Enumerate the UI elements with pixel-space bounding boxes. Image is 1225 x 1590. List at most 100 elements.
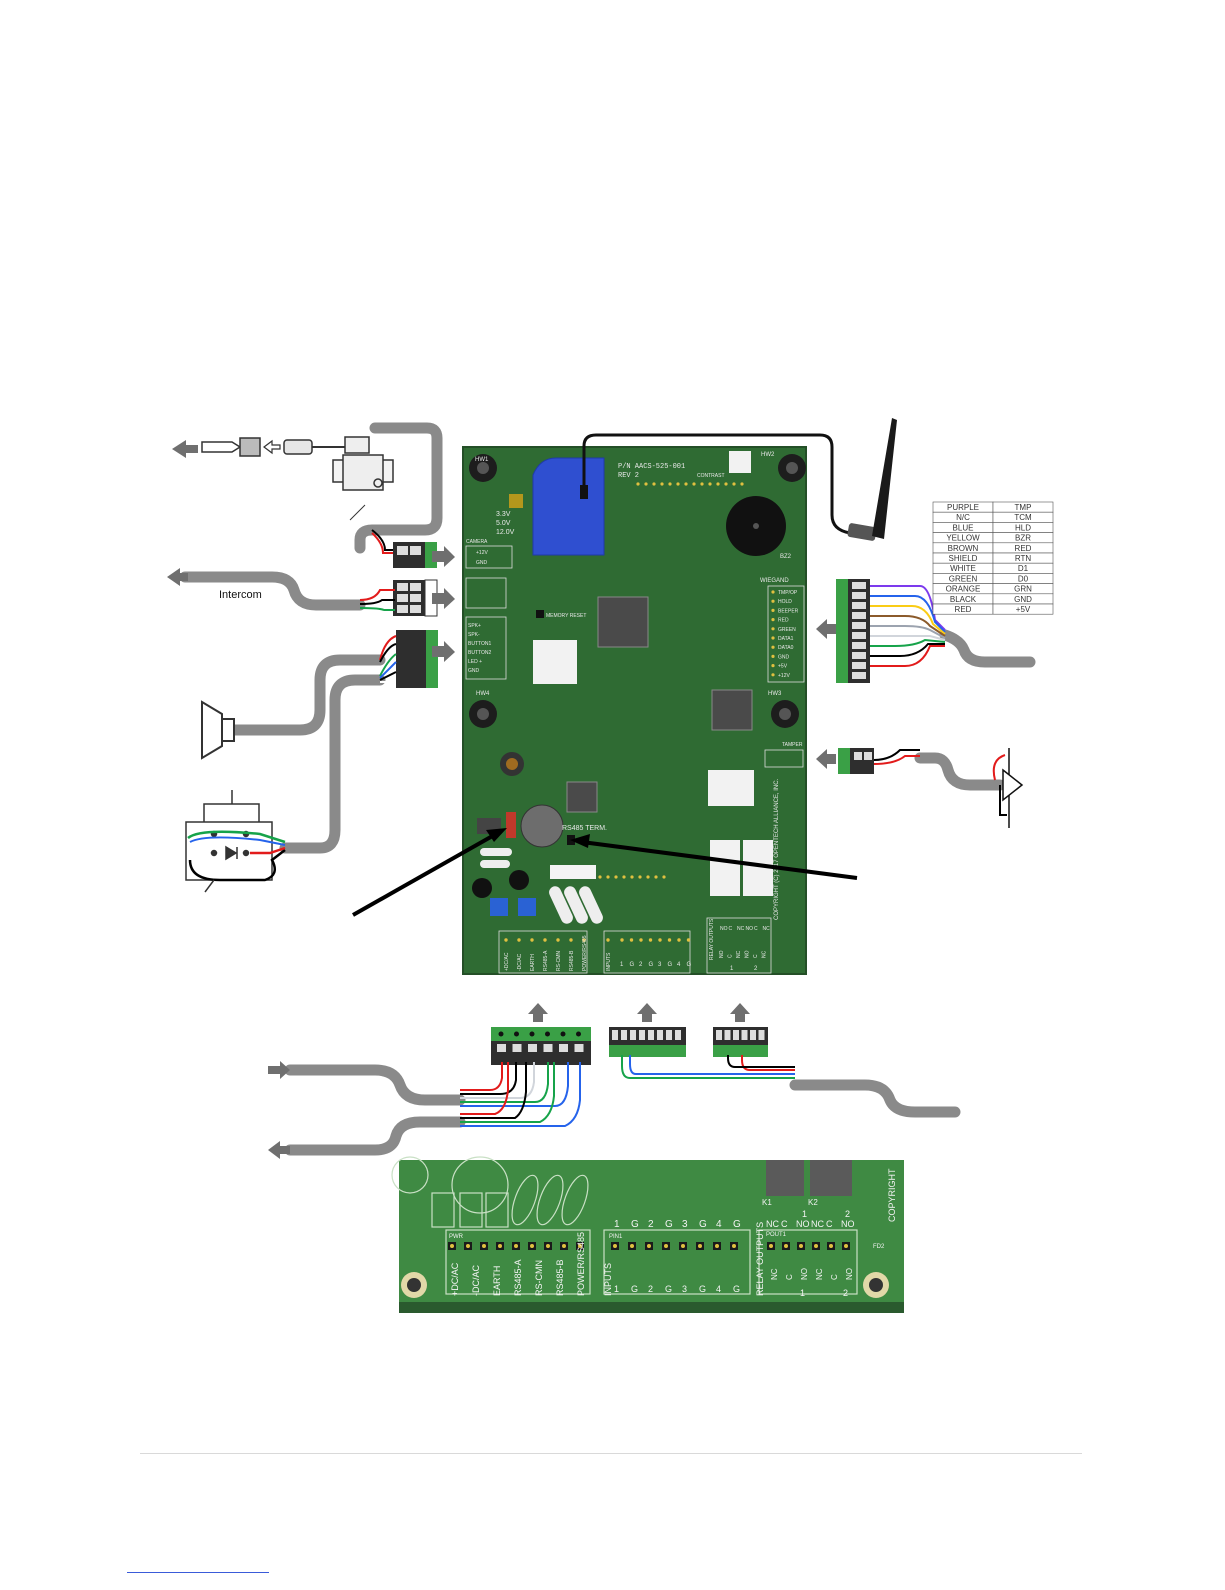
wire-color: RED (955, 605, 972, 614)
power-wires (460, 1062, 581, 1127)
pin-label: G (649, 962, 654, 968)
pin-label: 4 (716, 1284, 721, 1294)
header-pin (450, 1244, 454, 1248)
header-pin (698, 1244, 702, 1248)
terminal-power (491, 1027, 591, 1065)
push-button-icon (185, 790, 286, 893)
screw (514, 1031, 519, 1037)
pin-label: 3 (682, 1219, 688, 1230)
header-pin (664, 1244, 668, 1248)
terminal-slot (675, 1030, 681, 1040)
screw (498, 1031, 504, 1037)
pin-label: G (631, 1219, 639, 1230)
coin-battery (520, 804, 564, 848)
pin-label: C (728, 954, 734, 958)
terminal-slot (657, 1030, 663, 1040)
k1-label: K1 (762, 1198, 772, 1207)
header-pin (648, 938, 653, 942)
copyright-text: COPYRIGHT (C) 2017 OPENTECH ALLIANCE, IN… (774, 778, 780, 920)
header-pin (667, 938, 672, 942)
blue-trimmer (518, 898, 536, 916)
pin-label: G (631, 1284, 638, 1294)
terminal-slot (574, 1044, 584, 1052)
pin-label: +12V (778, 673, 790, 679)
pin-label: C (785, 1274, 794, 1280)
pin-label: G (733, 1284, 740, 1294)
pin-label: 2 (754, 966, 758, 972)
pin-label: C (826, 1219, 833, 1229)
contrast-label: CONTRAST (697, 473, 725, 479)
terminal-slot (497, 1044, 506, 1052)
mounting-holes (469, 454, 806, 728)
terminal-slot (528, 1044, 537, 1052)
terminal-slot (852, 672, 866, 679)
pin-label: BEEPER (778, 608, 799, 614)
pin-label: G (699, 1284, 706, 1294)
terminal-slot (512, 1044, 522, 1052)
arrow-left-icon (268, 1141, 290, 1159)
header-pin (466, 1244, 470, 1248)
terminal-tamper (838, 748, 874, 774)
speaker-icon (201, 700, 235, 760)
intercom-wires (359, 589, 395, 611)
terminal-slot (733, 1030, 739, 1040)
wire-color: WHITE (950, 564, 976, 573)
wire-signal: HLD (1015, 523, 1031, 532)
input-relay-wires (621, 1055, 795, 1079)
header-pin (498, 1244, 502, 1248)
header-pin (530, 1244, 534, 1248)
terminal-slot (852, 602, 866, 609)
terminal-speaker (396, 630, 438, 688)
header-pin (771, 608, 775, 613)
arrow-up-icon (730, 1003, 750, 1022)
wire-signal: RTN (1015, 554, 1032, 563)
wire-signal: TMP (1015, 503, 1032, 512)
hw3-label: HW3 (768, 691, 782, 697)
pin-label: NO (800, 1268, 809, 1280)
wire-signal: BZR (1015, 534, 1031, 543)
wire-color: ORANGE (946, 585, 981, 594)
pin-label: +5V (778, 664, 788, 670)
header-pin (613, 1244, 617, 1248)
terminal-slot (758, 1030, 765, 1040)
arrow-up-icon (637, 1003, 657, 1022)
pin-label: EARTH (530, 954, 536, 971)
pin-label: NO (796, 1219, 810, 1229)
speaker-cable (227, 654, 386, 736)
pin-label: INPUTS (603, 1263, 613, 1296)
pin-label: +DC/AC (504, 952, 510, 971)
pin-label: 2 (843, 1288, 848, 1298)
intercom-label: Intercom (219, 589, 262, 601)
wire-color: BLUE (953, 523, 974, 532)
svg-text:5.0V: 5.0V (496, 520, 511, 527)
header-pin (546, 1244, 550, 1248)
pin-label: G (699, 1219, 707, 1230)
pin-label: NO (745, 950, 751, 958)
terminal-intercom (393, 579, 438, 617)
pin-label: 1 (802, 1209, 807, 1219)
wiegand-cable (939, 629, 1036, 668)
callout-arrows (352, 828, 858, 917)
speaker-pins: SPK+ SPK- BUTTON1 BUTTON2 LED + GND (468, 623, 491, 674)
pin-label: 2 (648, 1219, 654, 1230)
screw (529, 1031, 535, 1037)
pin-label: RS485-B (555, 1259, 565, 1296)
header-pin (732, 1244, 736, 1248)
terminal-slot (852, 642, 866, 649)
k2-label: K2 (808, 1198, 818, 1207)
zoomed-board-detail: K1 K2 COPYRIGHT FD2 PWR PIN1 POUT1 +DC/A… (391, 1156, 904, 1313)
pin-label: G (687, 962, 692, 968)
antenna-icon (872, 418, 897, 539)
header-pin (769, 1244, 773, 1248)
memory-reset-label: MEMORY RESET (546, 613, 586, 619)
header-pin (514, 1244, 518, 1248)
pin-label: POWER/RS485 (582, 935, 588, 971)
pin-label: RS-CMN (556, 951, 562, 971)
lcd-header (636, 482, 744, 486)
terminal-slot (852, 622, 866, 629)
arrow-left-icon (816, 619, 836, 639)
pin-label: G (668, 962, 673, 968)
pin-label: NC (770, 1268, 779, 1280)
pin-label: C (781, 1219, 788, 1229)
